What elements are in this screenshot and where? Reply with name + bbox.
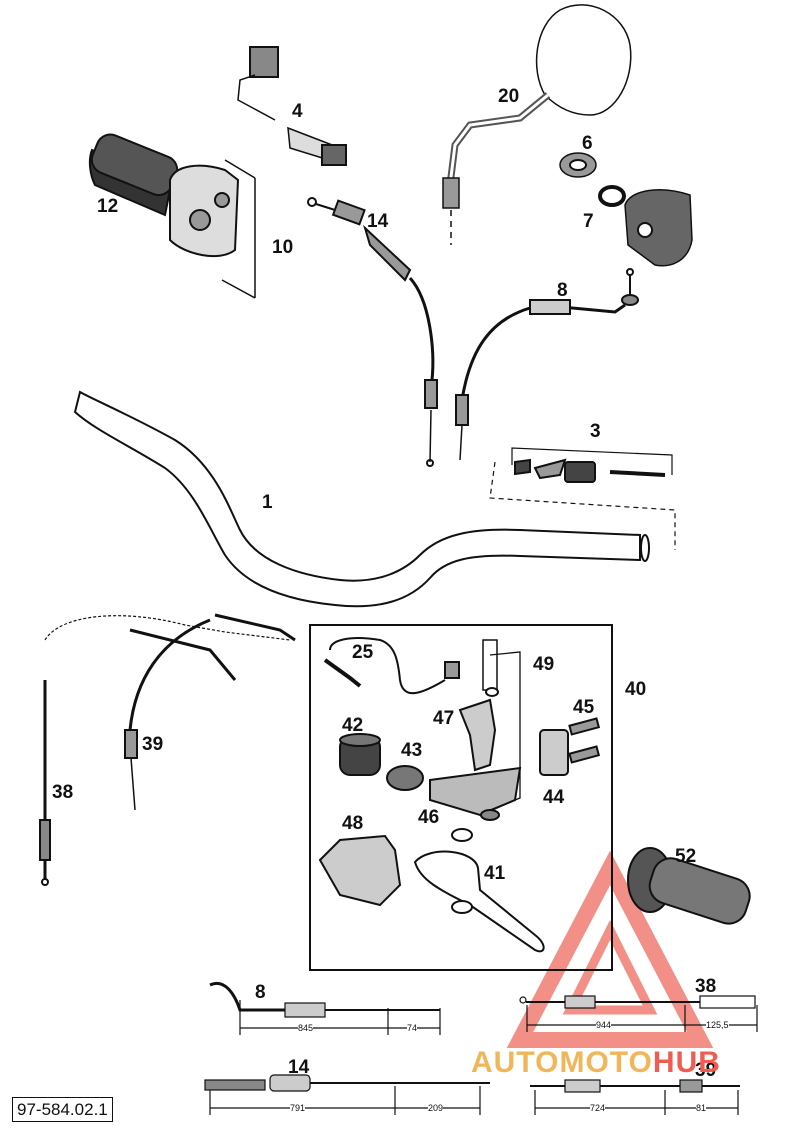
choke-cable-part (39, 615, 291, 886)
hot-start-cable-part (124, 613, 296, 811)
cable-38-dimension-drawing (519, 995, 758, 1032)
part-label-3: 3 (590, 421, 601, 442)
brake-lever-part (413, 828, 545, 953)
part-label-44: 44 (543, 787, 565, 808)
cable-label-14: 14 (288, 1057, 310, 1078)
cable-label-39: 39 (695, 1060, 717, 1081)
part-label-1: 1 (262, 492, 273, 513)
part-label-25: 25 (352, 642, 374, 663)
part-label-7: 7 (583, 211, 594, 232)
dim-cable38-b: 125,5 (706, 1020, 729, 1030)
throttle-cable-part (307, 197, 438, 467)
dim-cable14-b: 209 (428, 1103, 444, 1113)
part-label-38: 38 (52, 782, 74, 803)
part-label-8: 8 (557, 280, 568, 301)
part-label-48: 48 (342, 813, 364, 834)
clutch-cable-part (455, 268, 639, 461)
dim-cable39-a: 724 (590, 1103, 606, 1113)
kill-switch-part (237, 46, 347, 167)
clamp-parts (539, 717, 601, 776)
watermark-part1: AUTOMOTO (471, 1046, 653, 1079)
watermark-part2: HUB (652, 1046, 721, 1079)
left-grip-part (627, 847, 751, 925)
part-label-40: 40 (625, 679, 647, 700)
part-label-43: 43 (401, 740, 423, 761)
watermark-text: AUTOMOTOHUB (471, 1048, 721, 1078)
diagram-code: 97-584.02.1 (12, 1097, 113, 1122)
bar-end-weight-part (489, 447, 676, 550)
part-label-12: 12 (97, 196, 119, 217)
master-cylinder-parts (429, 639, 522, 821)
throttle-grip-assembly (88, 133, 240, 258)
handlebar (73, 390, 641, 608)
part-label-47: 47 (433, 708, 455, 729)
dim-cable14-a: 791 (290, 1103, 306, 1113)
part-label-42: 42 (342, 715, 364, 736)
handlebar-end (640, 534, 650, 562)
part-label-45: 45 (573, 697, 595, 718)
cable-8-dimension-drawing (209, 981, 441, 1035)
part-label-52: 52 (675, 846, 697, 867)
cable-label-38: 38 (695, 976, 717, 997)
dim-cable38-a: 944 (596, 1020, 612, 1030)
mirror-part (442, 4, 632, 245)
brake-lever-assembly-box (309, 624, 613, 971)
cable-label-8: 8 (255, 982, 266, 1003)
dim-cable8-a: 845 (298, 1023, 314, 1033)
part-label-46: 46 (418, 807, 440, 828)
part-label-49: 49 (533, 654, 555, 675)
dim-cable39-b: 81 (696, 1103, 707, 1113)
lever-cover-part (318, 834, 402, 907)
part-label-41: 41 (484, 863, 506, 884)
clutch-switch-parts (559, 152, 693, 267)
dim-cable8-b: 74 (407, 1023, 418, 1033)
brake-light-switch-part (323, 637, 460, 695)
reservoir-parts (339, 733, 424, 791)
part-label-6: 6 (582, 133, 593, 154)
cable-39-dimension-drawing (530, 1079, 740, 1115)
part-label-14: 14 (367, 211, 389, 232)
part-label-10: 10 (272, 237, 294, 258)
part-label-20: 20 (498, 86, 520, 107)
cable-14-dimension-drawing (204, 1074, 490, 1115)
part-label-4: 4 (292, 101, 303, 122)
part-label-39: 39 (142, 734, 164, 755)
